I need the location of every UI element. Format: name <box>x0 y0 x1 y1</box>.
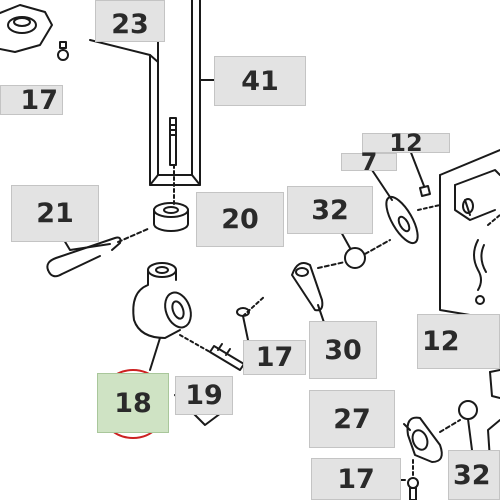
ball-32-lower <box>458 400 478 451</box>
oval-plate-7 <box>371 169 419 245</box>
callout-30[interactable]: 30 <box>309 321 377 379</box>
callout-41[interactable]: 41 <box>214 56 306 106</box>
callout-20[interactable]: 20 <box>196 192 284 247</box>
callout-17-bottom[interactable]: 17 <box>311 458 401 500</box>
callout-21[interactable]: 21 <box>11 185 99 242</box>
callout-12-lower[interactable]: 12 <box>417 314 500 369</box>
part-12-lower <box>489 369 500 399</box>
ball-32-upper <box>317 229 391 269</box>
callout-17-middle[interactable]: 17 <box>243 340 306 375</box>
handle-shaft <box>89 0 215 186</box>
arm-block-18 <box>132 262 192 371</box>
bolt-top-left <box>57 41 69 61</box>
callout-27[interactable]: 27 <box>309 390 395 448</box>
nut-12-upper <box>409 149 441 211</box>
callout-7[interactable]: 7 <box>341 150 397 174</box>
bushing-20 <box>153 202 189 232</box>
callout-23[interactable]: 23 <box>95 0 165 42</box>
callout-17-top[interactable]: 17 <box>0 85 63 115</box>
bolt-17-middle <box>236 295 266 341</box>
callout-19[interactable]: 19 <box>175 376 233 415</box>
callout-32-lower[interactable]: 32 <box>448 450 500 500</box>
callout-12-upper[interactable]: 12 <box>362 131 450 155</box>
top-left-bracket <box>0 4 53 53</box>
callout-18[interactable]: 18 <box>97 373 169 433</box>
right-housing <box>439 149 500 321</box>
dished-plate-27 <box>403 416 461 463</box>
callout-32-upper[interactable]: 32 <box>287 186 373 234</box>
